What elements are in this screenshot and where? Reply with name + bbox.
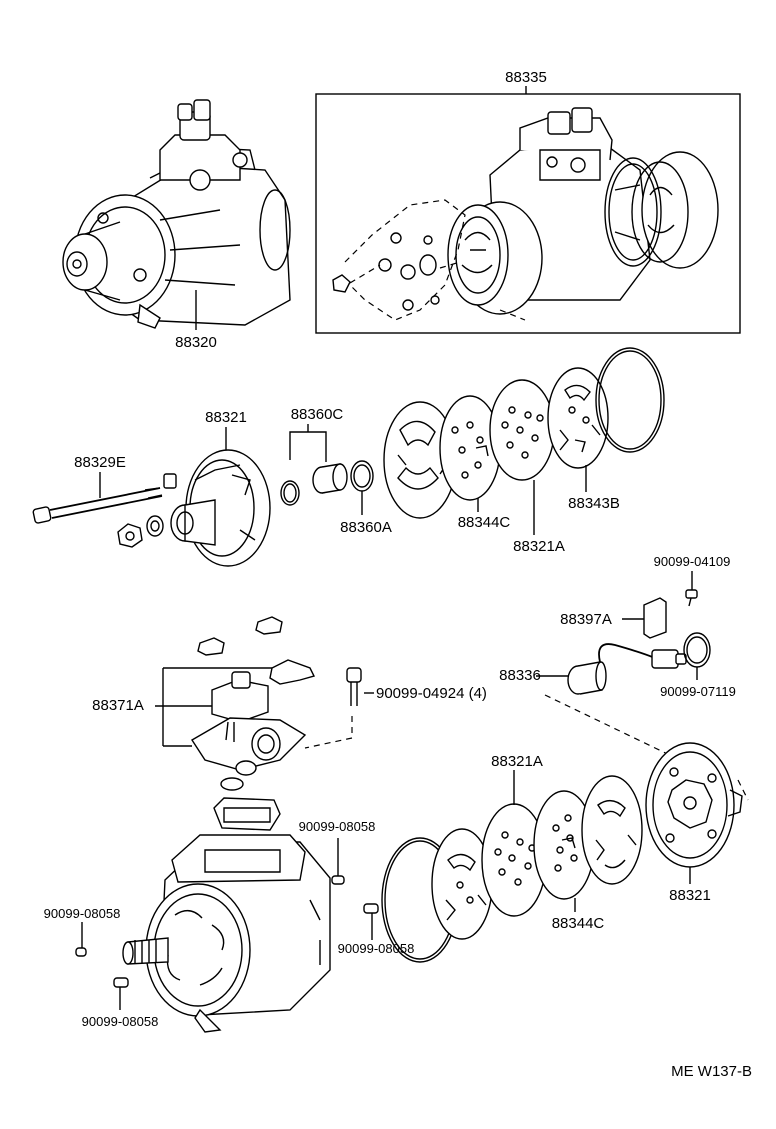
- bolt-88329E: [32, 487, 163, 524]
- assembly-line-sensor: [544, 694, 749, 801]
- pin-90099-08058-b: [75, 947, 87, 957]
- rear-head-88321: [645, 742, 743, 868]
- label-88321A-bottom: 88321A: [491, 753, 543, 770]
- kit-88335-exploded-view: [332, 107, 719, 321]
- label-88329E: 88329E: [74, 454, 126, 471]
- kit-box-88335: [315, 93, 741, 334]
- plates-top-row: [383, 347, 665, 519]
- spacer: [163, 473, 177, 489]
- screw-90099-04109: [685, 589, 698, 607]
- compressor-assembly-88320: [62, 99, 291, 330]
- label-88321A-top: 88321A: [513, 538, 565, 555]
- label-88320: 88320: [175, 334, 217, 351]
- o-ring-small: [220, 777, 244, 791]
- compressor-body-rear: [122, 834, 331, 1033]
- bracket-88360C: [289, 424, 327, 462]
- bolt-90099-04924: [346, 667, 362, 706]
- label-88343B: 88343B: [568, 495, 620, 512]
- label-90099-08058-d: 90099-08058: [82, 1014, 159, 1029]
- front-housing-88321: [170, 449, 271, 567]
- plates-bottom-row: [381, 775, 643, 963]
- valve-88371A: [191, 671, 307, 776]
- label-90099-04924: 90099-04924 (4): [376, 685, 487, 702]
- label-88336: 88336: [499, 667, 541, 684]
- caps: [197, 616, 283, 656]
- bracket-88397A: [643, 597, 667, 639]
- label-88371A: 88371A: [92, 697, 144, 714]
- bracket-88371A: [155, 667, 272, 747]
- snap-ring-88360A: [350, 460, 374, 492]
- label-90099-08058-a: 90099-08058: [299, 819, 376, 834]
- label-90099-04109: 90099-04109: [654, 554, 731, 569]
- seal-88360C: [280, 463, 348, 506]
- label-88360A: 88360A: [340, 519, 392, 536]
- pin-90099-08058-c: [363, 903, 379, 914]
- label-90099-07119: 90099-07119: [660, 684, 736, 699]
- label-88321-bottom: 88321: [669, 887, 711, 904]
- label-88344C-top: 88344C: [458, 514, 511, 531]
- label-90099-08058-c: 90099-08058: [338, 941, 415, 956]
- label-88360C: 88360C: [291, 406, 344, 423]
- sensor-88336: [567, 643, 687, 695]
- label-88321-top: 88321: [205, 409, 247, 426]
- clip-90099-07119: [683, 632, 711, 668]
- assembly-line-bolt: [304, 716, 353, 749]
- label-88335: 88335: [505, 69, 547, 86]
- flange-piece: [269, 659, 316, 685]
- nut-and-washers: [117, 515, 164, 548]
- label-88344C-bottom: 88344C: [552, 915, 605, 932]
- label-90099-08058-b: 90099-08058: [44, 906, 121, 921]
- label-88397A: 88397A: [560, 611, 612, 628]
- pin-90099-08058-d: [113, 977, 129, 988]
- pin-90099-08058-a: [331, 875, 345, 885]
- figure-code: ME W137-B: [671, 1063, 752, 1080]
